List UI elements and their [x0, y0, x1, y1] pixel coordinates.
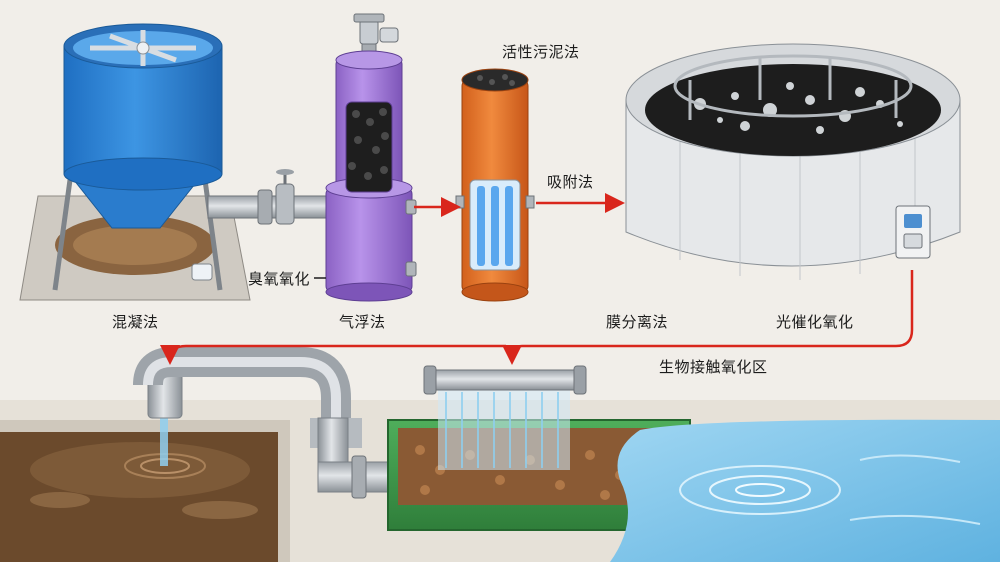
label-ozone-oxidation: 臭氧氧化	[248, 270, 311, 288]
flow-arrow-photocatalytic-to-bio	[502, 270, 914, 365]
flow-arrows	[160, 193, 914, 365]
photocatalytic-tank	[625, 43, 961, 280]
label-photocatalytic-oxidation: 光催化氧化	[776, 313, 854, 331]
label-coagulation: 混凝法	[112, 313, 159, 331]
uv-column	[455, 68, 535, 302]
label-membrane-separation: 膜分离法	[606, 313, 669, 331]
coagulation-tank	[19, 23, 251, 301]
label-adsorption: 吸附法	[547, 173, 594, 191]
outflow-pipe	[133, 347, 429, 499]
uv-lamp-icon	[477, 186, 513, 266]
valve-icon	[275, 169, 295, 225]
bio-contact-basin	[387, 365, 691, 531]
spray-bar-icon	[423, 365, 587, 395]
flotation-column	[325, 13, 417, 302]
label-bio-contact-oxidation-zone: 生物接触氧化区	[659, 358, 768, 376]
label-air-flotation: 气浮法	[339, 313, 386, 331]
clean-water-pond	[610, 419, 1000, 562]
flow-arrow-bio-to-sewage	[160, 344, 506, 365]
label-activated-sludge: 活性污泥法	[502, 43, 580, 61]
control-box-icon	[895, 205, 931, 259]
pipe-coag-to-flotation	[207, 169, 335, 225]
sewage-pit	[0, 418, 290, 562]
